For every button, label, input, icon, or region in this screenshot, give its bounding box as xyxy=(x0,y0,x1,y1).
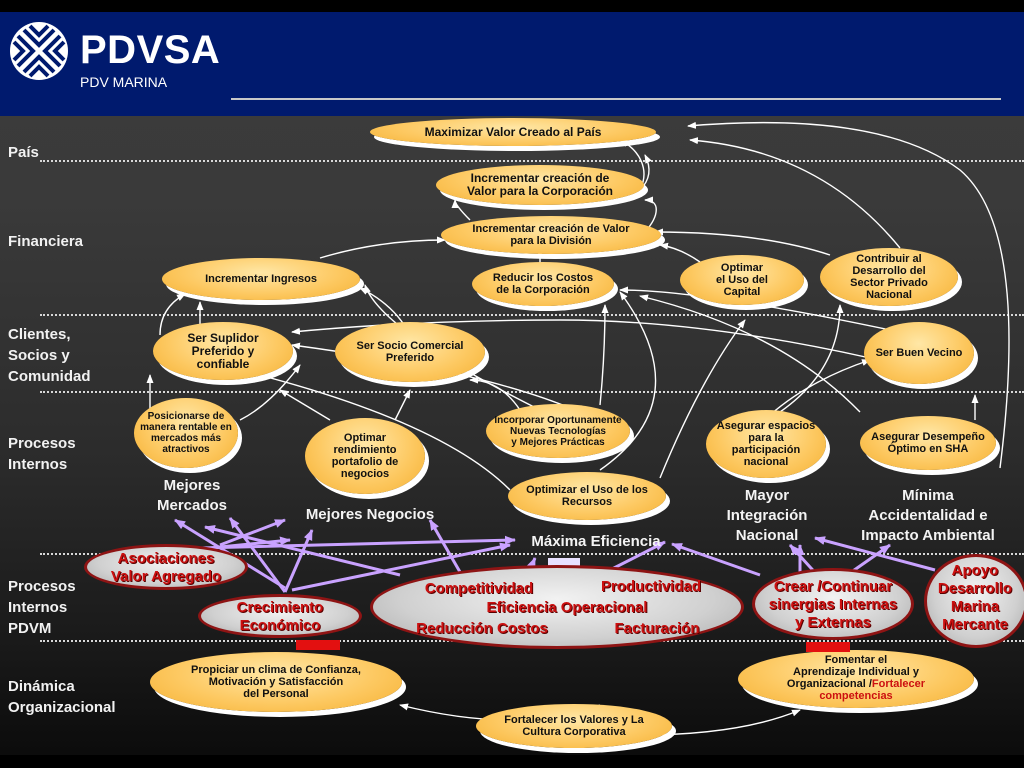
impact-arrow xyxy=(204,525,401,577)
node-posicionarse: Posicionarse de manera rentable en merca… xyxy=(134,398,238,468)
node-asegurar-espacios: Asegurar espacios para la participación … xyxy=(706,410,826,478)
link-arrow xyxy=(319,236,446,259)
node-optimar-rendimiento: Optimar rendimiento portafolio de negoci… xyxy=(305,418,425,494)
pdvm-asociaciones: Asociaciones Valor Agregado xyxy=(110,550,222,585)
node-incorporar-tecnologias: Incorporar Oportunamente Nuevas Tecnolog… xyxy=(486,404,630,458)
node-contribuir-desarrollo: Contribuir al Desarrollo del Sector Priv… xyxy=(820,248,958,306)
band-label-dinamica: Dinámica Organizacional xyxy=(8,678,116,716)
node-maximizar-valor: Maximizar Valor Creado al País xyxy=(370,118,656,146)
link-arrow xyxy=(659,319,746,479)
ellipse-apoyo-marina xyxy=(924,554,1024,648)
pdvm-competitividad: Competitividad xyxy=(424,580,534,597)
band-label-procesos-internos: Procesos Internos xyxy=(8,435,76,473)
link-arrow xyxy=(394,389,411,421)
sinergias-connector xyxy=(806,642,850,652)
impact-arrow xyxy=(671,542,761,577)
link-arrow xyxy=(279,389,331,421)
impact-arrow xyxy=(283,529,314,593)
label-mejores-mercados: Mejores Mercados xyxy=(156,477,228,514)
node-valor-division: Incrementar creación de Valor para la Di… xyxy=(441,216,661,254)
band-label-clientes: Clientes, Socios y Comunidad xyxy=(8,326,91,385)
link-arrow xyxy=(469,376,521,411)
band-separator xyxy=(40,314,1024,316)
top-bar xyxy=(0,0,1024,12)
pdvm-eficiencia-operacional: Eficiencia Operacional xyxy=(486,599,648,616)
eficiencia-connector xyxy=(548,558,580,566)
header-banner: PDVSA PDV MARINA xyxy=(0,12,1024,116)
label-maxima-eficiencia: Máxima Eficiencia xyxy=(531,533,661,550)
node-optimar-capital: Optimar el Uso del Capital xyxy=(680,255,804,305)
pdvm-facturacion: Facturación xyxy=(614,620,700,637)
impact-arrow xyxy=(428,519,462,573)
band-label-financiera: Financiera xyxy=(8,233,84,250)
link-arrow xyxy=(239,364,301,421)
pdvm-sinergias: Crear /Continuar sinergias Internas y Ex… xyxy=(768,578,898,631)
node-socio-comercial: Ser Socio Comercial Preferido xyxy=(335,322,485,382)
impact-arrow xyxy=(814,536,936,572)
node-buen-vecino: Ser Buen Vecino xyxy=(864,322,974,384)
band-separator xyxy=(40,391,1024,393)
band-separator xyxy=(40,553,1024,555)
link-arrow xyxy=(659,242,701,263)
node-valor-corporacion: Incrementar creación de Valor para la Co… xyxy=(436,165,644,205)
link-arrow xyxy=(599,291,657,471)
aprendizaje-highlight: Fortalecer competencias xyxy=(819,678,926,702)
label-mejores-negocios: Mejores Negocios xyxy=(305,506,435,523)
node-asegurar-desempeno: Asegurar Desempeño Óptimo en SHA xyxy=(860,416,996,470)
pdvsa-logo-icon xyxy=(10,22,68,80)
brand-name: PDVSA xyxy=(80,28,221,72)
link-arrow xyxy=(451,199,471,221)
link-arrow xyxy=(779,304,844,413)
node-incrementar-ingresos: Incrementar Ingresos xyxy=(162,258,360,300)
node-reducir-costos: Reducir los Costos de la Corporación xyxy=(472,262,614,306)
impact-arrow xyxy=(291,542,511,592)
sub-brand-name: PDV MARINA xyxy=(80,74,168,90)
link-arrow xyxy=(654,228,831,256)
ellipse-sinergias xyxy=(752,568,914,640)
band-label-procesos-pdvm: Procesos Internos PDVM xyxy=(8,578,76,637)
node-aprendizaje: Fomentar el Aprendizaje Individual y Org… xyxy=(738,650,974,708)
pdvm-productividad: Productividad xyxy=(600,578,701,595)
pdvm-crecimiento: Crecimiento Económico xyxy=(236,599,324,634)
node-valores-cultura: Fortalecer los Valores y La Cultura Corp… xyxy=(476,704,672,748)
link-arrow xyxy=(639,294,861,413)
impact-arrow xyxy=(609,540,666,572)
label-mayor-integracion: Mayor Integración Nacional xyxy=(726,487,808,544)
impact-arrow xyxy=(228,517,287,593)
link-arrow xyxy=(239,368,511,491)
aprendizaje-text: Fomentar el Aprendizaje Individual y Org… xyxy=(786,654,919,690)
link-arrow xyxy=(159,293,186,336)
bottom-bar xyxy=(0,755,1024,768)
crecimiento-connector xyxy=(296,640,340,650)
link-arrow xyxy=(599,304,609,406)
node-clima-confianza: Propiciar un clima de Confianza, Motivac… xyxy=(150,652,402,712)
ellipse-crecimiento xyxy=(198,594,362,638)
ellipse-competitividad xyxy=(370,565,744,649)
node-optimizar-recursos: Optimizar el Uso de los Recursos xyxy=(508,472,666,520)
link-arrow xyxy=(687,121,1010,469)
band-separator xyxy=(40,160,1024,162)
pdvm-apoyo-marina: Apoyo Desarrollo Marina Mercante xyxy=(937,562,1013,633)
link-arrow xyxy=(689,137,901,249)
label-minima-accidentalidad: Mínima Accidentalidad e Impacto Ambienta… xyxy=(861,487,995,544)
link-arrow xyxy=(769,359,871,416)
ellipse-asociaciones xyxy=(84,544,248,590)
node-suplidor-preferido: Ser Suplidor Preferido y confiable xyxy=(153,322,293,380)
header-divider xyxy=(231,98,1001,100)
band-label-pais: País xyxy=(8,144,39,161)
impact-arrow xyxy=(219,518,286,547)
pdvm-reduccion-costos: Reducción Costos xyxy=(416,620,548,637)
